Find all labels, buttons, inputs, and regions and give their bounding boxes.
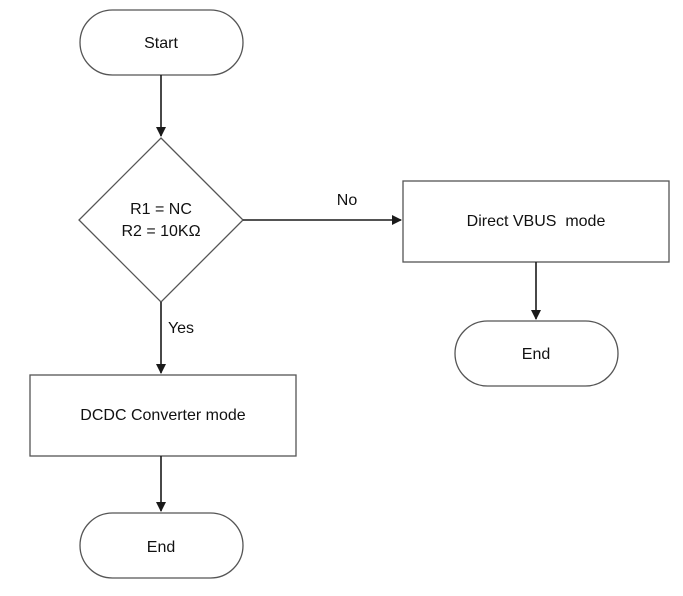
direct-vbus-node: Direct VBUS mode <box>402 180 670 263</box>
start-label: Start <box>144 35 178 52</box>
decision-node: R1 = NC R2 = 10KΩ <box>78 137 244 303</box>
end-bottom-label: End <box>147 539 175 556</box>
direct-vbus-label: Direct VBUS mode <box>467 213 606 230</box>
end-right-label: End <box>522 346 550 363</box>
yes-branch-label: Yes <box>168 320 194 337</box>
end-right-node: End <box>454 320 619 387</box>
no-branch-label: No <box>337 192 358 209</box>
start-node: Start <box>79 9 244 76</box>
dcdc-node: DCDC Converter mode <box>29 374 297 457</box>
end-bottom-node: End <box>79 512 244 579</box>
dcdc-label: DCDC Converter mode <box>80 407 245 424</box>
decision-label-line2: R2 = 10KΩ <box>121 223 200 240</box>
decision-label-line1: R1 = NC <box>130 201 192 218</box>
